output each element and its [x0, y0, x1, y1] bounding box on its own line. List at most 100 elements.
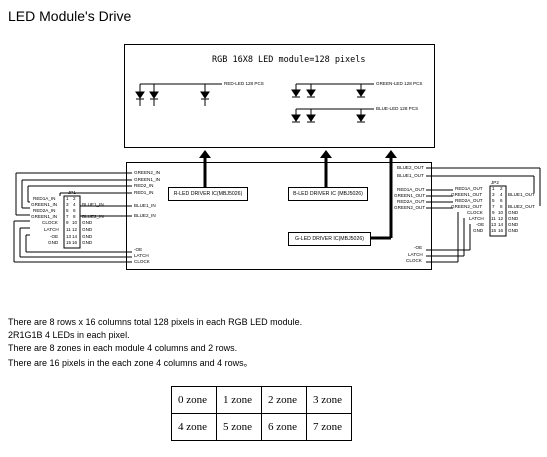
jp2-pin-label: GND: [508, 216, 519, 221]
board-pin-green2-out: GREEN2_OUT: [394, 205, 426, 210]
jp1-pin-label: RED2A_IN: [33, 208, 56, 213]
jp1-pin-label: RED1A_IN: [33, 196, 56, 201]
jp2-pin-number: 3: [492, 192, 495, 197]
module-title: RGB 16X8 LED module=128 pixels: [212, 55, 366, 65]
red-led-icon: [149, 84, 159, 100]
green-led-icon: [356, 84, 366, 98]
arrow-up-icon: [199, 150, 211, 158]
jp2-pin-number: 7: [492, 204, 495, 209]
zone-cell: 7 zone: [306, 413, 352, 441]
green-led-icon: [291, 84, 301, 98]
jp2-pin-label: GREEN2_OUT: [451, 204, 483, 209]
jp1-pin-label: GND: [48, 240, 59, 245]
jp2-pin-number: 1: [492, 186, 495, 191]
blue-led-icon: [356, 109, 366, 123]
board-pin-red1-in: RED1_IN: [134, 190, 154, 195]
jp1-pin-number: 5: [66, 208, 69, 213]
jp1-pin-number: 14: [72, 234, 78, 239]
jp1-pin-label: BLUE1_IN: [82, 202, 104, 207]
description-line: There are 8 rows x 16 columns total 128 …: [8, 317, 303, 327]
arrow-up-icon: [320, 150, 332, 158]
jp1-pin-number: 15: [66, 240, 72, 245]
jp1-pin-number: 16: [72, 240, 78, 245]
green-led-label: GREEN-LED 128 PCS: [376, 81, 423, 86]
jp1-pin-number: 2: [73, 196, 76, 201]
description-line: 2R1G1B 4 LEDs in each pixel.: [8, 330, 130, 340]
jp1-label: JP1: [68, 190, 76, 195]
jp2-pin-label: GND: [508, 228, 519, 233]
jp1-pin-label: CLOCK: [42, 220, 58, 225]
jp1-pin-label: GND: [82, 220, 93, 225]
board-pin-red2-in: RED2_IN: [134, 183, 154, 188]
red-led-icon: [200, 84, 210, 100]
jp1-pin-number: 1: [66, 196, 69, 201]
zone-cell: 1 zone: [216, 386, 262, 414]
board-pin-clock-out: CLOCK: [406, 258, 422, 263]
jp2-pin-number: 4: [500, 192, 503, 197]
jp1-pin-number: 7: [66, 214, 69, 219]
zone-cell: 4 zone: [171, 413, 217, 441]
zone-cell: 5 zone: [216, 413, 262, 441]
zone-row: 0 zone 1 zone 2 zone 3 zone: [171, 386, 352, 414]
green-led-icon: [306, 84, 316, 98]
jp2-pin-label: GND: [508, 222, 519, 227]
jp1-pin-number: 6: [73, 208, 76, 213]
jp2-pin-label: GREEN1_OUT: [451, 192, 483, 197]
board-pin-oe-out: -OE: [414, 245, 423, 250]
jp1-pin-number: 4: [73, 202, 76, 207]
jp1-pin-label: LATCH: [44, 227, 59, 232]
jp2-pin-number: 8: [500, 204, 503, 209]
zone-cell: 3 zone: [306, 386, 352, 414]
jp1-pin-label: GREEN1_IN: [31, 202, 58, 207]
board-pin-red2a-out: RED2A_OUT: [397, 199, 425, 204]
board-pin-green1-in: GREEN1_IN: [134, 177, 161, 182]
b-led-driver-ic: B-LED DRIVER IC (MBJ5026): [288, 187, 368, 201]
jp2-pin-label: RED2A_OUT: [455, 198, 483, 203]
jp2-label: JP2: [491, 180, 499, 185]
jp2-pin-label: BLUE2_OUT: [508, 204, 535, 209]
g-led-driver-ic: G-LED DRIVER IC(MBJ5026): [288, 232, 371, 246]
jp2-pin-number: 16: [498, 228, 504, 233]
jp2-pin-label: GND: [508, 210, 519, 215]
board-pin-red1a-out: RED1A_OUT: [397, 187, 425, 192]
zone-row: 4 zone 5 zone 6 zone 7 zone: [171, 413, 352, 441]
jp2-pin-number: 13: [491, 222, 497, 227]
board-pin-blue1-in: BLUE1_IN: [134, 203, 156, 208]
jp2-pin-number: 15: [491, 228, 497, 233]
page-title: LED Module's Drive: [8, 8, 132, 24]
jp1-pin-number: 8: [73, 214, 76, 219]
jp1-pin-label: GND: [82, 234, 93, 239]
driver-board: [126, 162, 432, 270]
jp1-pin-number: 12: [72, 227, 78, 232]
board-pin-blue2-in: BLUE2_IN: [134, 213, 156, 218]
jp1-pin-number: 3: [66, 202, 69, 207]
jp2-pin-number: 14: [498, 222, 504, 227]
red-led-label: RED-LED 128 PCS: [224, 81, 264, 86]
arrow-up-icon: [385, 150, 397, 158]
description-line: There are 16 pixels in the each zone 4 c…: [8, 358, 253, 368]
red-led-icon: [135, 84, 145, 100]
jp2-pin-number: 2: [500, 186, 503, 191]
jp1-pin-number: 10: [72, 220, 78, 225]
jp1-pin-label: GREEN1_IN: [31, 214, 58, 219]
jp1-pin-label: GND: [82, 227, 93, 232]
jp2-pin-label: GND: [473, 228, 484, 233]
board-pin-oe-in: -OE: [134, 247, 143, 252]
jp1-pin-label: GND: [82, 240, 93, 245]
blue-led-label: BLUE-LED 128 PCS: [376, 106, 419, 111]
zone-table: 0 zone 1 zone 2 zone 3 zone 4 zone 5 zon…: [171, 386, 352, 441]
jp2-pin-label: -OE: [476, 222, 485, 227]
board-pin-green1-out: GREEN1_OUT: [394, 193, 426, 198]
board-pin-clock-in: CLOCK: [134, 259, 150, 264]
jp2-pin-label: LATCH: [469, 216, 484, 221]
jp2-pin-number: 9: [492, 210, 495, 215]
jp2-pin-number: 11: [491, 216, 496, 221]
zone-cell: 2 zone: [261, 386, 307, 414]
board-pin-green2-in: GREEN2_IN: [134, 170, 161, 175]
board-pin-blue2-out: BLUE2_OUT: [397, 165, 424, 170]
board-pin-blue1-out: BLUE1_OUT: [397, 173, 424, 178]
jp2-pin-number: 5: [492, 198, 495, 203]
jp1-pin-number: 9: [66, 220, 69, 225]
zone-cell: 0 zone: [171, 386, 217, 414]
blue-led-icon: [306, 109, 316, 123]
